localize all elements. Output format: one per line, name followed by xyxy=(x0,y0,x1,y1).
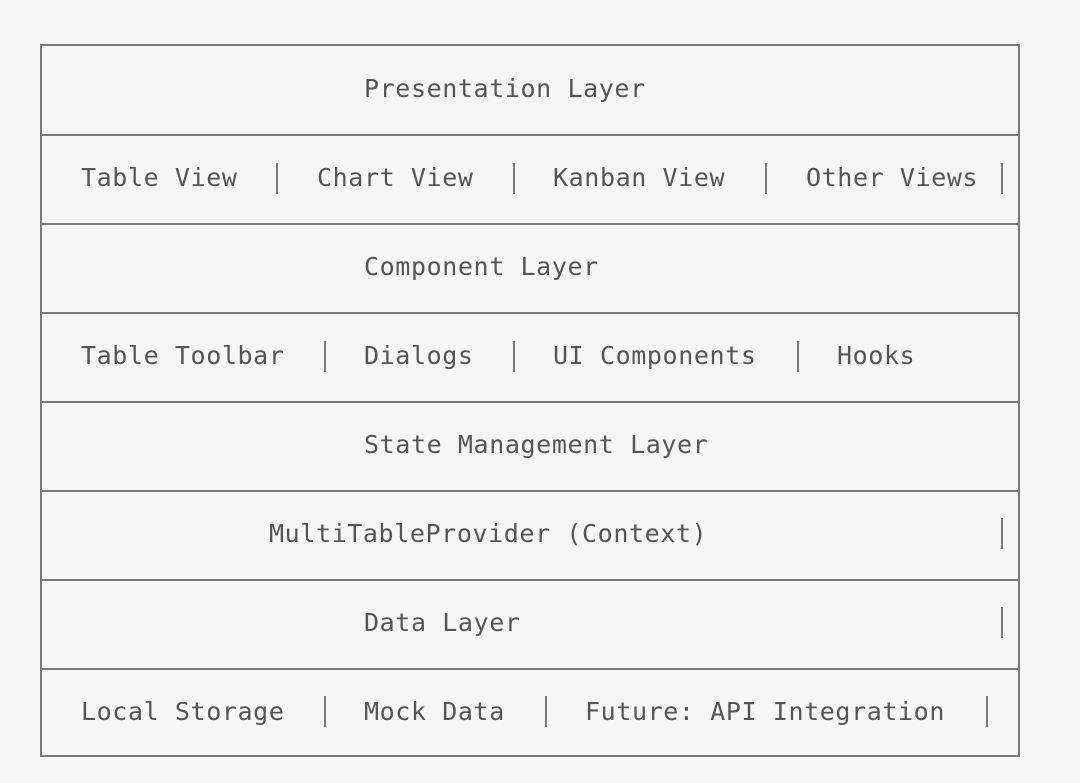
mock-data-label: Mock Data xyxy=(364,697,505,726)
dialogs-label: Dialogs xyxy=(364,341,474,370)
component-layer-title: Component Layer xyxy=(364,252,599,281)
future-api-integration-label: Future: API Integration xyxy=(585,697,945,726)
ui-components-label: UI Components xyxy=(553,341,757,370)
kanban-view-label: Kanban View xyxy=(553,163,726,192)
presentation-layer-title: Presentation Layer xyxy=(364,74,646,103)
other-views-label: Other Views xyxy=(806,163,979,192)
state-management-layer-title: State Management Layer xyxy=(364,430,709,459)
table-view-label: Table View xyxy=(81,163,238,192)
data-layer-title: Data Layer xyxy=(364,608,521,637)
multitableprovider-label: MultiTableProvider (Context) xyxy=(269,519,708,548)
table-toolbar-label: Table Toolbar xyxy=(81,341,285,370)
chart-view-label: Chart View xyxy=(317,163,474,192)
local-storage-label: Local Storage xyxy=(81,697,285,726)
hooks-label: Hooks xyxy=(837,341,916,370)
